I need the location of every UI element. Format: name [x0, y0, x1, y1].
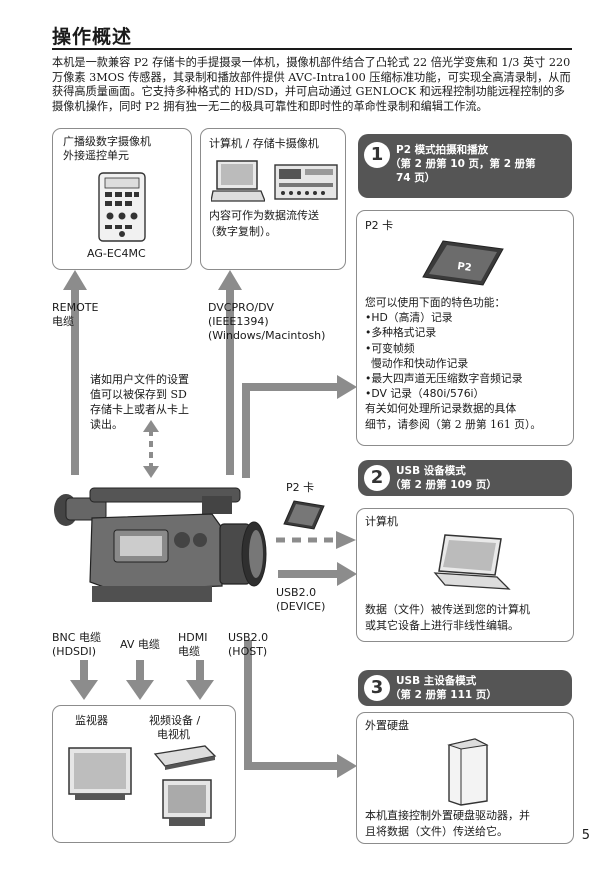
av-label: AV 电缆	[120, 638, 160, 651]
mode1-number: 1	[364, 142, 390, 168]
mode1-title: P2 模式拍摄和播放	[396, 144, 489, 156]
bullet: •	[365, 372, 372, 386]
monitor-box: 监视器 视频设备 / 电视机	[52, 705, 236, 843]
mode1-note-1: 有关如何处理所记录数据的具体	[365, 402, 517, 416]
dvcpro-label-1: DVCPRO/DV	[208, 301, 274, 314]
settings-note-3: 存储卡上或者从卡上	[90, 403, 189, 416]
video-device-title-2: 电视机	[157, 728, 190, 741]
mode2-title: USB 设备模式	[396, 465, 466, 477]
usb-device-label-1: USB2.0	[276, 586, 317, 599]
feature-vfr-sub: 慢动作和快动作记录	[371, 356, 469, 370]
remote-arrow-head-up	[63, 270, 87, 290]
remote-control-icon	[98, 172, 146, 242]
mode3-desc-2: 且将数据（文件）传送给它。	[365, 825, 508, 838]
title-rule	[52, 48, 572, 50]
hdmi-label-1: HDMI	[178, 631, 208, 644]
p2-card-icon: P2	[422, 240, 504, 286]
features-intro: 您可以使用下面的特色功能：	[365, 296, 506, 309]
remote-unit-box: 广播级数字摄像机 外接遥控单元 AG-EC4MC	[52, 128, 192, 270]
bnc-label-1: BNC 电缆	[52, 631, 101, 644]
external-hdd-icon	[447, 738, 489, 806]
dvcpro-arrow-shaft	[226, 285, 234, 475]
mode1-arrow-head	[337, 375, 357, 399]
page-number: 5	[581, 828, 590, 843]
page-title: 操作概述	[52, 26, 133, 48]
bullet: •	[365, 341, 372, 355]
tv-icon	[162, 779, 212, 826]
bnc-label-2: (HDSDI)	[52, 645, 97, 658]
remote-unit-title-2: 外接遥控单元	[63, 149, 129, 162]
pc-camera-desc-2: （数字复制）。	[205, 225, 277, 238]
mode3-number: 3	[364, 675, 390, 701]
dvcpro-arrow-head-up	[218, 270, 242, 290]
feature-multiformat: 多种格式记录	[371, 326, 437, 340]
svg-text:P2: P2	[457, 261, 473, 274]
laptop-icon	[433, 534, 511, 590]
p2-card-caption: P2 卡	[286, 481, 315, 494]
settings-note-4: 读出。	[90, 418, 123, 431]
monitor-title: 监视器	[75, 714, 108, 727]
settings-note-1: 诸如用户文件的设置	[90, 373, 189, 386]
video-deck-icon	[153, 745, 217, 770]
usb-device-arrow-head	[337, 562, 357, 586]
mode1-feature-list: 您可以使用下面的特色功能： •HD（高清）记录 •多种格式记录 •可变帧频 慢动…	[365, 295, 541, 432]
bullet: •	[365, 387, 372, 401]
mode1-ref-2: 74 页）	[396, 172, 436, 184]
mode3-title: USB 主设备模式	[396, 675, 477, 687]
remote-cable-label-1: REMOTE	[52, 301, 99, 314]
pc-camera-title: 计算机 / 存储卡摄像机	[209, 137, 319, 150]
pc-camera-box: 计算机 / 存储卡摄像机 内容可作为数据流传送 （数字复制）。	[200, 128, 346, 270]
remote-unit-title-1: 广播级数字摄像机	[63, 135, 151, 148]
usb-host-label-1: USB2.0	[228, 631, 269, 644]
dvcpro-label-3: (Windows/Macintosh)	[208, 329, 326, 342]
remote-unit-model: AG-EC4MC	[87, 247, 146, 260]
hdmi-arrow-head	[186, 680, 214, 700]
card-deck-icon	[274, 164, 338, 200]
mode3-ref: （第 2 册第 111 页）	[390, 689, 497, 701]
usb-host-arrow-head	[337, 754, 357, 778]
mode3-box: 外置硬盘 本机直接控制外置硬盘驱动器，并 且将数据（文件）传送给它。	[356, 712, 574, 844]
mode3-header: 3 USB 主设备模式 （第 2 册第 111 页）	[358, 670, 572, 706]
hdmi-label-2: 电缆	[178, 645, 200, 658]
mode2-box: 计算机 数据（文件）被传送到您的计算机 或其它设备上进行非线性编辑。	[356, 508, 574, 642]
monitor-icon	[68, 747, 132, 800]
bnc-arrow-head	[70, 680, 98, 700]
feature-vfr: 可变帧频	[371, 341, 415, 355]
feature-hd: HD（高清）记录	[371, 311, 453, 325]
mode2-header: 2 USB 设备模式 （第 2 册第 109 页）	[358, 460, 572, 496]
mode3-box-title: 外置硬盘	[365, 719, 409, 732]
mode3-desc-1: 本机直接控制外置硬盘驱动器，并	[365, 809, 530, 822]
video-device-title-1: 视频设备 /	[149, 714, 201, 727]
feature-dv: DV 记录（480i/576i）	[371, 387, 485, 401]
mode1-ref-1: （第 2 册第 10 页，第 2 册第	[390, 158, 536, 170]
mode1-header: 1 P2 模式拍摄和播放 （第 2 册第 10 页，第 2 册第 74 页）	[358, 134, 572, 198]
mode1-box-title: P2 卡	[365, 219, 394, 232]
mode1-box: P2 卡 P2 您可以使用下面的特色功能： •HD（高清）记录 •多种格式记录 …	[356, 210, 574, 446]
feature-audio: 最大四声道无压缩数字音频记录	[371, 372, 523, 386]
mode2-box-title: 计算机	[365, 515, 398, 528]
usb-host-label-2: (HOST)	[228, 645, 268, 658]
pc-camera-desc-1: 内容可作为数据流传送	[209, 209, 319, 222]
mode2-desc-1: 数据（文件）被传送到您的计算机	[365, 603, 530, 616]
mode2-desc-2: 或其它设备上进行非线性编辑。	[365, 619, 519, 632]
remote-arrow-shaft	[71, 285, 79, 475]
p2-card-small-icon	[283, 500, 325, 530]
mode2-number: 2	[364, 465, 390, 491]
settings-note-2: 值可以被保存到 SD	[90, 388, 187, 401]
camcorder-icon	[54, 487, 267, 602]
laptop-icon	[211, 160, 265, 202]
av-arrow-head	[126, 680, 154, 700]
bullet: •	[365, 326, 372, 340]
dvcpro-label-2: (IEEE1394)	[208, 315, 269, 328]
usb-device-label-2: (DEVICE)	[276, 600, 326, 613]
mode1-note-2: 细节，请参阅（第 2 册第 161 页）。	[365, 417, 542, 431]
remote-cable-label-2: 电缆	[52, 315, 74, 328]
intro-paragraph: 本机是一款兼容 P2 存储卡的手提摄录一体机，摄像机部件结合了凸轮式 22 倍光…	[52, 56, 571, 113]
mode2-ref: （第 2 册第 109 页）	[390, 479, 497, 491]
bullet: •	[365, 311, 372, 325]
